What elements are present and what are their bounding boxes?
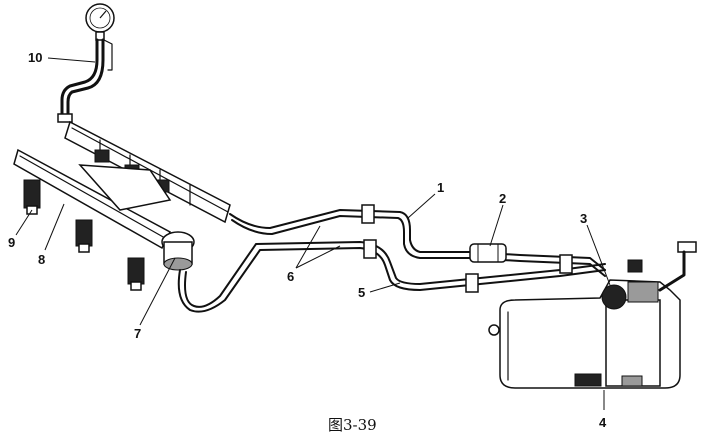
filler-neck xyxy=(658,241,697,292)
callout-3: 3 xyxy=(580,211,587,226)
fuel-pump-module xyxy=(574,259,661,387)
callout-1: 1 xyxy=(437,180,444,195)
pressure-gauge xyxy=(57,3,115,123)
callout-labels: 1 2 3 4 5 6 7 8 9 10 xyxy=(8,50,607,430)
fuel-rail-lower xyxy=(13,148,172,250)
fuel-lines xyxy=(177,204,606,313)
callout-4: 4 xyxy=(599,415,607,430)
callout-10: 10 xyxy=(28,50,42,65)
fuel-filter xyxy=(469,243,507,263)
callout-6: 6 xyxy=(287,269,294,284)
callout-5: 5 xyxy=(358,285,365,300)
callout-7: 7 xyxy=(134,326,141,341)
callout-9: 9 xyxy=(8,235,15,250)
figure-caption: 图3-39 xyxy=(328,416,377,434)
pressure-regulator xyxy=(161,231,195,271)
callout-leaders xyxy=(15,57,611,410)
callout-8: 8 xyxy=(38,252,45,267)
callout-2: 2 xyxy=(499,191,506,206)
